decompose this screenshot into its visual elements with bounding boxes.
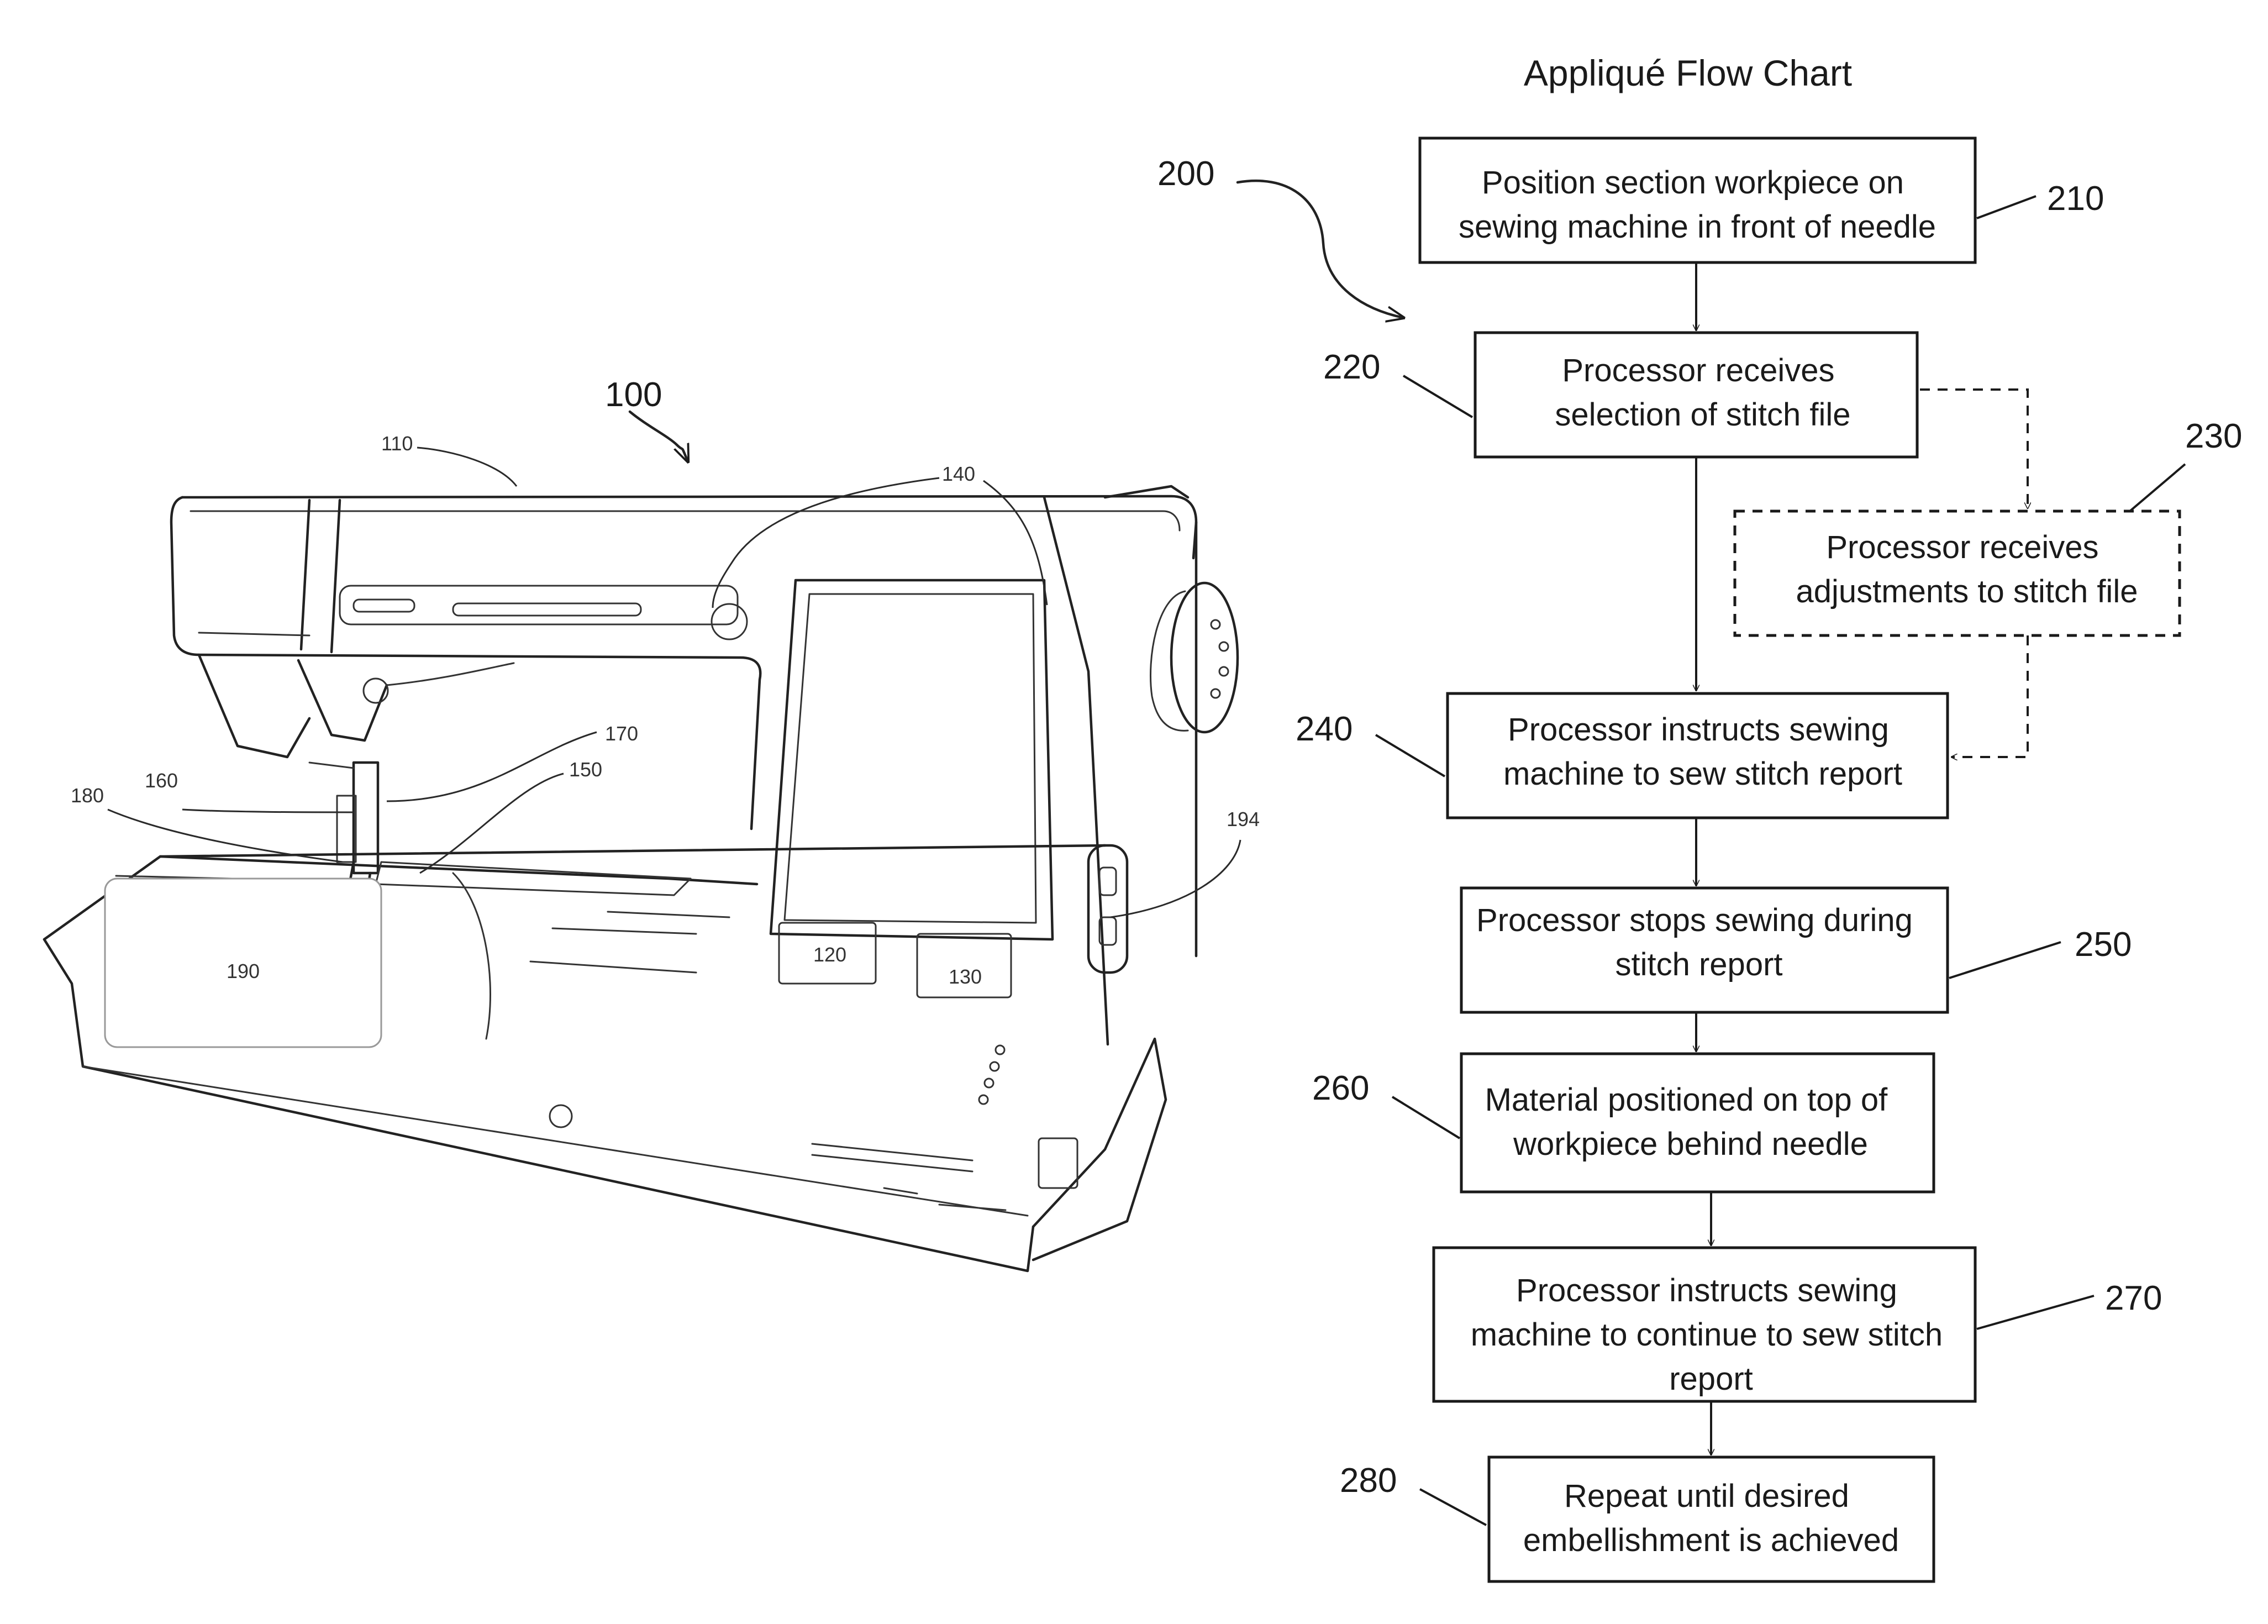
label-160: 160 (145, 769, 178, 792)
flow-ref-arrow (1238, 181, 1403, 318)
step-ref-leader (1977, 1296, 2094, 1329)
bed-knob (550, 1105, 572, 1127)
handwheel-dot (1219, 642, 1228, 651)
step-210: Position section workpiece on sewing mac… (1420, 138, 2104, 262)
arrow-230-240 (1951, 635, 2028, 757)
step-ref-leader (1403, 376, 1472, 417)
leader-110 (417, 448, 517, 486)
slot-port (1099, 868, 1116, 895)
leader-170 (387, 732, 597, 801)
step-ref: 240 (1296, 710, 1353, 748)
step-ref-leader (2130, 464, 2185, 511)
handwheel-dot (1211, 620, 1220, 629)
bed-top-back (160, 845, 1105, 856)
arrow-220-230 (1920, 390, 2028, 508)
step-ref: 280 (1340, 1462, 1397, 1500)
step-260: Material positioned on top of workpiece … (1312, 1054, 1934, 1192)
step-ref: 250 (2075, 926, 2132, 964)
front-button (985, 1079, 993, 1087)
step-ref: 230 (2185, 417, 2242, 455)
step-ref-leader (1977, 196, 2036, 218)
step-ref: 210 (2047, 180, 2104, 218)
bed-front-right (1033, 1039, 1166, 1260)
step-240: Processor instructs sewing machine to se… (1296, 693, 1948, 818)
presser-head (199, 655, 309, 757)
control-dial (712, 604, 747, 639)
leader-194 (1111, 840, 1240, 917)
handwheel-dot (1219, 667, 1228, 676)
label-130: 130 (949, 965, 982, 988)
flow-ref-label: 200 (1157, 155, 1214, 193)
label-110: 110 (381, 432, 413, 455)
label-180: 180 (71, 784, 104, 807)
label-120: 120 (813, 943, 846, 966)
handwheel-side (1151, 591, 1188, 730)
step-box (1461, 1054, 1934, 1192)
step-box (1475, 333, 1917, 457)
leader-140b (983, 481, 1047, 605)
front-button (990, 1062, 999, 1071)
leader-160 (182, 810, 354, 812)
chart-title: Appliqué Flow Chart (1524, 52, 1852, 93)
step-270: Processor instructs sewing machine to co… (1434, 1248, 2162, 1401)
leader-150 (420, 774, 564, 873)
body-front-right-edge (1044, 497, 1108, 1044)
upper-arm-lower-edge (171, 497, 760, 829)
bed-front-line (83, 1066, 1028, 1216)
front-button (996, 1045, 1004, 1054)
step-ref: 260 (1312, 1069, 1369, 1107)
sewing-machine-drawing: 100 120 130 (44, 376, 1260, 1271)
screen-frame (771, 580, 1053, 939)
control-button-row (453, 603, 641, 616)
label-150: 150 (569, 758, 602, 781)
head-panel-line (199, 633, 309, 635)
step-220: Processor receives selection of stitch f… (1323, 333, 1917, 457)
step-ref-leader (1376, 735, 1445, 776)
presser-head-2 (298, 660, 387, 740)
control-strip (340, 586, 738, 624)
needle-guide (309, 763, 354, 768)
machine-ref-label: 100 (605, 376, 662, 414)
control-button (354, 600, 414, 612)
label-140: 140 (942, 463, 975, 485)
handwheel-dot (1211, 689, 1220, 698)
step-ref-leader (1949, 942, 2061, 978)
step-ref-leader (1420, 1489, 1486, 1525)
front-button (979, 1095, 988, 1104)
step-box (1489, 1457, 1934, 1581)
machine-ref-leader (630, 412, 688, 461)
needle-bar (354, 763, 378, 873)
side-slot (1088, 845, 1127, 973)
step-ref: 220 (1323, 348, 1380, 386)
head-panel-divider (301, 500, 309, 649)
label-194: 194 (1227, 808, 1260, 831)
step-280: Repeat until desired embellishment is ac… (1340, 1457, 1934, 1581)
step-ref-leader (1392, 1097, 1460, 1138)
power-socket (1039, 1138, 1077, 1188)
handwheel (1171, 583, 1238, 732)
step-250: Processor stops sewing during stitch rep… (1461, 888, 2132, 1012)
step-ref: 270 (2105, 1279, 2162, 1317)
bed-curve (453, 873, 491, 1039)
head-panel-divider-2 (331, 500, 340, 652)
flow-chart: Appliqué Flow Chart 200 Position section… (1157, 52, 2242, 1581)
label-170: 170 (605, 722, 638, 745)
label-190: 190 (227, 960, 260, 982)
screen-inner (785, 594, 1036, 923)
head-curve (387, 663, 514, 685)
